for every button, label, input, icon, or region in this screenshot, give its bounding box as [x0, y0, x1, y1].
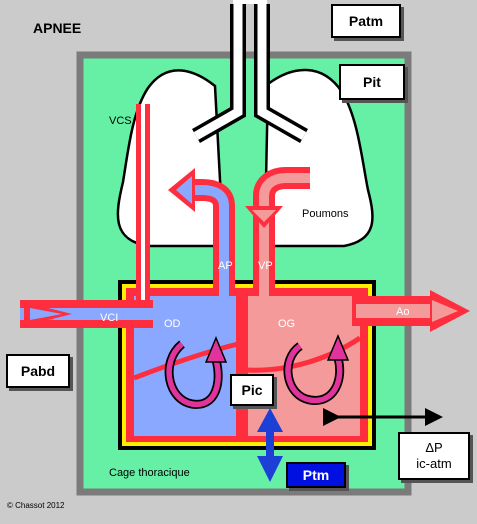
delta-p-box: ΔP ic-atm — [398, 432, 470, 480]
septum — [236, 288, 248, 438]
vci-vessel — [20, 300, 153, 328]
delta-p-label: ΔP — [425, 440, 443, 455]
patm-label: Patm — [348, 13, 384, 29]
left-ventricle-line — [245, 335, 362, 373]
ptm-double-arrow — [257, 408, 283, 482]
vp-vessel — [245, 167, 310, 296]
pabd-box: Pabd — [6, 354, 70, 388]
vcs-label: VCS — [109, 115, 132, 127]
poumons-label: Poumons — [302, 208, 349, 220]
ap-label: AP — [218, 260, 233, 272]
vp-label: VP — [258, 260, 273, 272]
od-label: OD — [164, 318, 181, 330]
pit-label: Pit — [363, 74, 381, 90]
og-swirl-arrow — [283, 334, 350, 405]
diagram-title: APNEE — [33, 20, 82, 36]
copyright: © Chassot 2012 — [7, 501, 65, 510]
vcs-lumen — [141, 104, 145, 302]
pic-label: Pic — [241, 382, 263, 398]
vci-label: VCI — [100, 312, 119, 324]
delta-p-sub-label: ic-atm — [416, 456, 452, 471]
ao-label: Ao — [396, 306, 410, 318]
ao-vessel — [352, 290, 470, 332]
pit-box: Pit — [339, 64, 405, 100]
trachea — [192, 0, 308, 143]
ap-vessel — [168, 168, 235, 296]
right-ventricle-line — [133, 341, 239, 381]
ptm-label: Ptm — [302, 467, 330, 483]
pic-box: Pic — [230, 374, 274, 406]
pabd-label: Pabd — [20, 363, 56, 379]
od-swirl-arrow — [164, 336, 228, 409]
patm-box: Patm — [331, 4, 401, 38]
og-label: OG — [278, 318, 296, 330]
ptm-box: Ptm — [286, 462, 346, 488]
cage-label: Cage thoracique — [109, 467, 190, 479]
